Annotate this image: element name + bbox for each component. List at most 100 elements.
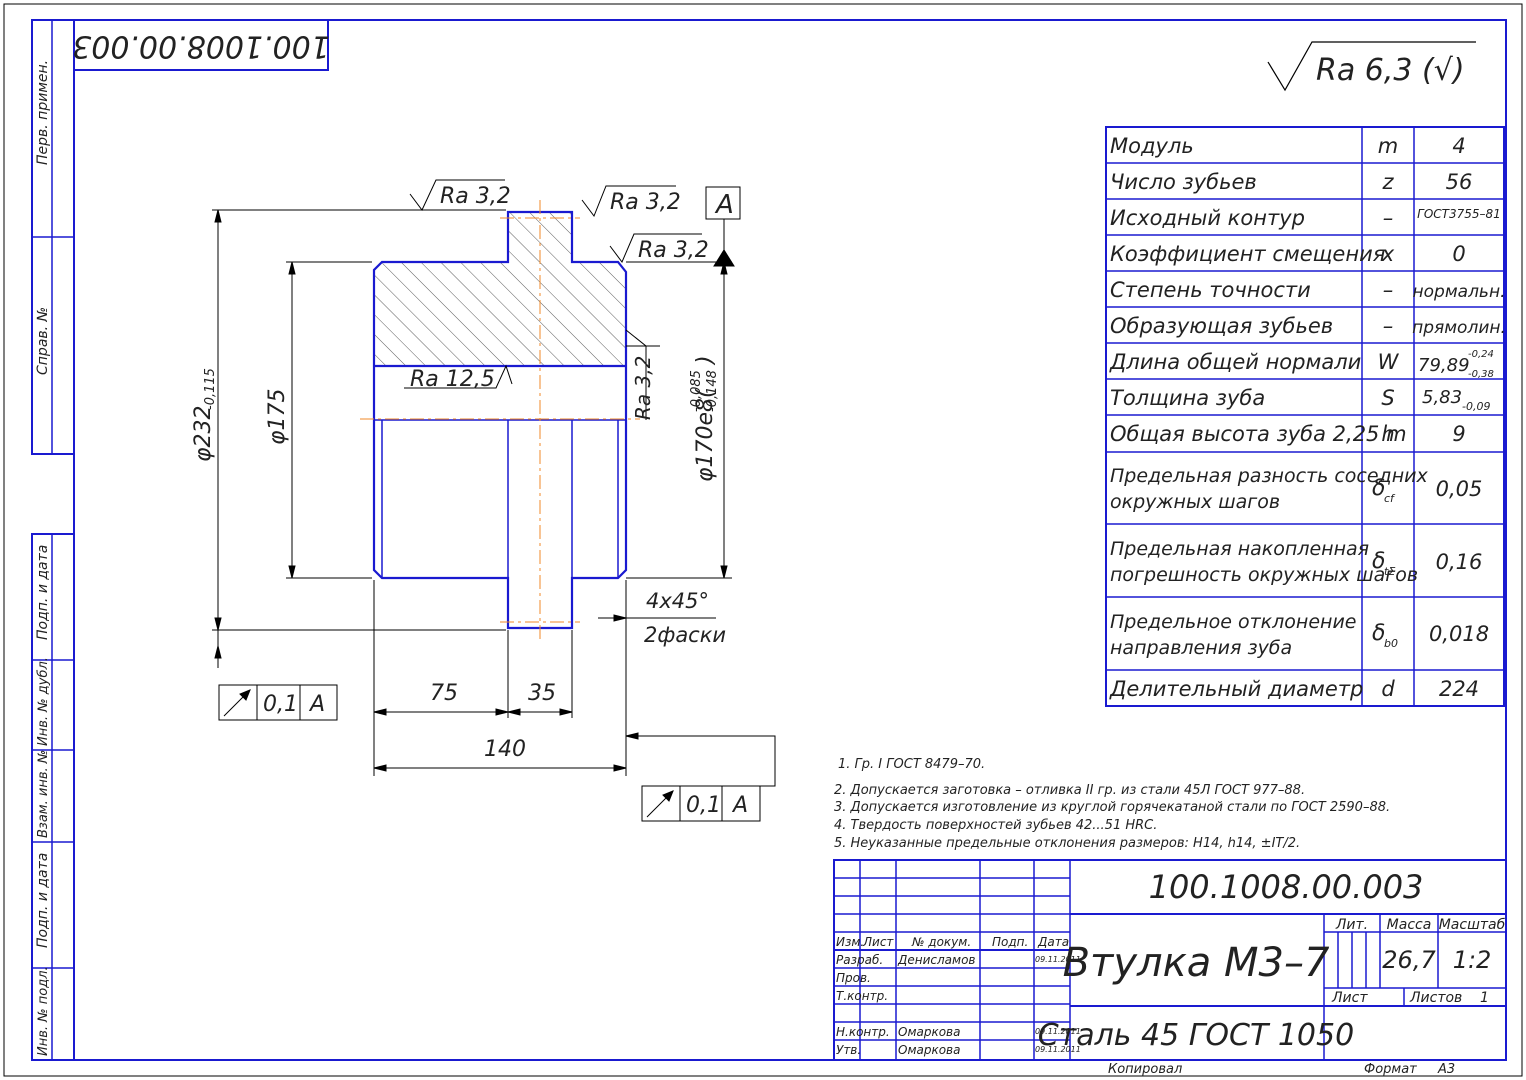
svg-text:0,1: 0,1 [686, 793, 721, 818]
mass-value: 26,7 [1382, 946, 1436, 974]
svg-text:φ232: φ232 [191, 405, 216, 462]
title-block: 100.1008.00.003 Втулка М3–7 Сталь 45 ГОС… [833, 859, 1507, 1077]
svg-text:Утв.: Утв. [836, 1043, 861, 1057]
note: 4. Твердость поверхностей зубьев 42...51… [834, 818, 1157, 833]
svg-text:Масса: Масса [1387, 917, 1432, 933]
param-name: Степень точности [1110, 278, 1311, 302]
param-value: 0,05 [1436, 477, 1483, 501]
outer-frame [3, 3, 1523, 1077]
param-symbol: h [1381, 422, 1394, 446]
param-tol-low: -0,38 [1468, 369, 1494, 380]
param-value: 0,16 [1436, 550, 1483, 574]
roughness-general: Ra 6,3 (√) [1267, 41, 1476, 92]
side-label: Взам. инв. № [36, 750, 51, 838]
svg-text:Омаркова: Омаркова [898, 1043, 960, 1057]
param-name: Предельная разность соседних [1110, 465, 1428, 487]
param-symbol: x [1381, 242, 1395, 266]
svg-text:35: 35 [528, 681, 556, 706]
svg-text:140: 140 [484, 737, 526, 762]
note: 5. Неуказанные предельные отклонения раз… [834, 836, 1300, 851]
svg-text:Лист: Лист [1331, 990, 1368, 1006]
param-symbol: m [1378, 134, 1398, 158]
svg-text:Лит.: Лит. [1335, 917, 1368, 933]
svg-text:09.11.2011: 09.11.2011 [1035, 1045, 1081, 1054]
svg-text:4x45°: 4x45° [646, 589, 709, 613]
param-value: 0,018 [1429, 622, 1489, 646]
side-label: Справ. № [35, 307, 51, 375]
param-name: Предельная накопленная [1110, 538, 1369, 560]
param-tol-up: -0,24 [1468, 349, 1494, 360]
param-value: 4 [1452, 134, 1465, 158]
technical-notes: 1. Гр. I ГОСТ 8479–70. 2. Допускается за… [834, 757, 1390, 851]
svg-text:): ) [693, 355, 718, 366]
svg-text:Омаркова: Омаркова [898, 1025, 960, 1039]
param-name: Число зубьев [1110, 170, 1257, 194]
param-value: 56 [1446, 170, 1473, 194]
param-name: погрешность окружных шагов [1110, 564, 1418, 586]
param-symbol: δ [1372, 476, 1385, 501]
svg-text:A: A [714, 190, 734, 220]
svg-text:-0,148: -0,148 [705, 370, 720, 412]
param-name: Толщина зуба [1110, 386, 1265, 410]
parameters-table: Модуль m 4 Число зубьев z 56 Исходный ко… [1105, 126, 1506, 707]
dimensions [212, 179, 776, 822]
svg-text:Масштаб: Масштаб [1439, 917, 1506, 933]
param-symbol: d [1381, 677, 1395, 701]
param-value: 79,89 [1418, 355, 1470, 376]
svg-text:A: A [308, 692, 325, 717]
material: Сталь 45 ГОСТ 1050 [1038, 1018, 1354, 1053]
svg-text:Лист: Лист [862, 935, 894, 949]
svg-text:Ra 3,2: Ra 3,2 [610, 190, 681, 215]
note: 1. Гр. I ГОСТ 8479–70. [838, 757, 985, 772]
svg-text:Разраб.: Разраб. [836, 953, 883, 967]
note: 3. Допускается изготовление из круглой г… [834, 800, 1390, 815]
param-symbol: z [1381, 170, 1394, 194]
title-designation: 100.1008.00.003 [1149, 868, 1424, 906]
side-label: Инв. № дубл. [36, 657, 51, 746]
param-symbol: S [1381, 386, 1394, 410]
param-value: 9 [1452, 422, 1465, 446]
param-symbol-sub: tΣ [1384, 565, 1395, 578]
svg-text:Ra 3,2: Ra 3,2 [638, 238, 709, 263]
param-name: направления зуба [1110, 637, 1292, 659]
svg-text:Дата: Дата [1037, 935, 1069, 949]
svg-text:-0,115: -0,115 [203, 368, 218, 410]
param-name: Делительный диаметр [1109, 677, 1363, 701]
svg-text:Изм.: Изм. [836, 935, 864, 949]
svg-text:№ докум.: № докум. [911, 935, 971, 949]
svg-text:Т.контр.: Т.контр. [836, 989, 888, 1003]
side-label: Подп. и дата [35, 545, 51, 640]
param-symbol: W [1378, 350, 1400, 374]
param-name: Исходный контур [1110, 206, 1305, 230]
svg-text:φ170e8(: φ170e8( [693, 388, 718, 482]
side-strip: Перв. примен. Справ. № Подп. и дата Инв.… [31, 19, 75, 1061]
param-name: Образующая зубьев [1110, 314, 1333, 338]
svg-text:Ra 12,5: Ra 12,5 [410, 367, 495, 392]
param-value: 224 [1439, 677, 1479, 701]
svg-text:75: 75 [430, 681, 458, 706]
param-symbol: – [1383, 278, 1394, 302]
param-value: 0 [1452, 242, 1465, 266]
part-name: Втулка М3–7 [1063, 940, 1330, 986]
svg-text:Ra 3,2: Ra 3,2 [631, 356, 655, 420]
svg-text:Ra 3,2: Ra 3,2 [440, 184, 511, 209]
svg-text:Денисламов: Денисламов [897, 953, 976, 967]
param-symbol-sub: cf [1384, 492, 1396, 505]
svg-text:1: 1 [1480, 990, 1489, 1006]
param-name: Модуль [1110, 134, 1194, 158]
note: 2. Допускается заготовка – отливка II гр… [834, 783, 1305, 798]
svg-text:Ra 6,3 (√): Ra 6,3 (√) [1316, 53, 1465, 88]
param-value: прямолин. [1412, 318, 1506, 338]
param-name: Длина общей нормали [1109, 350, 1361, 374]
svg-text:A3: A3 [1437, 1062, 1455, 1077]
svg-text:09.11.2011: 09.11.2011 [1035, 955, 1081, 964]
svg-text:Формат: Формат [1364, 1062, 1417, 1077]
designation-box [73, 19, 329, 71]
param-name: Коэффициент смещения [1110, 242, 1385, 266]
param-name: Общая высота зуба 2,25 m [1110, 422, 1407, 446]
param-symbol-sub: b0 [1384, 637, 1398, 650]
svg-text:Подп.: Подп. [992, 935, 1028, 949]
side-label: Подп. и дата [35, 853, 51, 948]
designation-rotated: 100.1008.00.003 [72, 29, 330, 64]
